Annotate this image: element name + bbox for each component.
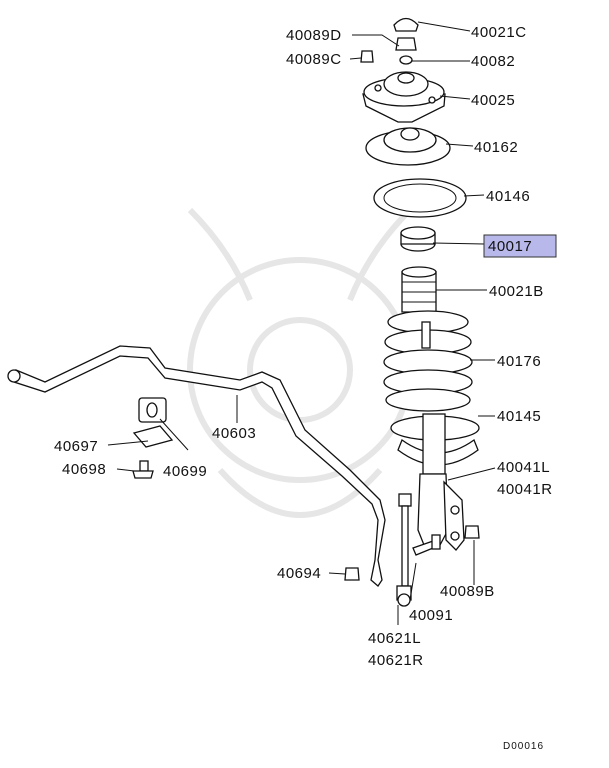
leader-lines xyxy=(107,21,496,625)
dust-cap xyxy=(393,17,419,32)
label-40176[interactable]: 40176 xyxy=(497,353,541,370)
label-40021C[interactable]: 40021C xyxy=(471,24,527,41)
watermark-emblem xyxy=(187,207,413,518)
label-40021B[interactable]: 40021B xyxy=(489,283,544,300)
flange-nut xyxy=(395,37,417,51)
part-labels: 40089D 40021C 40089C 40082 40025 40162 4… xyxy=(54,24,553,752)
label-40694[interactable]: 40694 xyxy=(277,565,321,582)
label-40089B[interactable]: 40089B xyxy=(440,583,495,600)
label-40603[interactable]: 40603 xyxy=(212,425,256,442)
flange-bolt xyxy=(412,534,441,556)
spring-upper-seat xyxy=(365,127,451,166)
highlight-box xyxy=(483,234,557,258)
stabilizer-bushing xyxy=(138,397,167,423)
bushing-bracket xyxy=(132,425,174,448)
dust-cover xyxy=(401,266,437,313)
label-40145[interactable]: 40145 xyxy=(497,408,541,425)
label-40162[interactable]: 40162 xyxy=(474,139,518,156)
label-40091[interactable]: 40091 xyxy=(409,607,453,624)
coil-spring xyxy=(383,310,473,412)
label-40089C[interactable]: 40089C xyxy=(286,51,342,68)
washer xyxy=(399,55,413,65)
strut-mount-insulator xyxy=(362,71,446,123)
label-40041L[interactable]: 40041L xyxy=(497,459,550,476)
stabilizer-bar xyxy=(7,345,386,587)
label-40699[interactable]: 40699 xyxy=(163,463,207,480)
label-40025[interactable]: 40025 xyxy=(471,92,515,109)
label-40017[interactable]: 40017 xyxy=(488,238,532,255)
label-40082[interactable]: 40082 xyxy=(471,53,515,70)
label-40089D[interactable]: 40089D xyxy=(286,27,342,44)
bump-stopper xyxy=(400,226,436,252)
self-locking-nut xyxy=(360,50,374,63)
label-40146[interactable]: 40146 xyxy=(486,188,530,205)
label-40697[interactable]: 40697 xyxy=(54,438,98,455)
label-40698[interactable]: 40698 xyxy=(62,461,106,478)
strut-assembly xyxy=(390,413,480,551)
strut-nut xyxy=(464,525,480,539)
stabilizer-link xyxy=(396,493,412,607)
label-40041R[interactable]: 40041R xyxy=(497,481,553,498)
label-40621L[interactable]: 40621L xyxy=(368,630,421,647)
bracket-bolt xyxy=(132,460,154,479)
spring-pad xyxy=(373,178,467,218)
label-40621R[interactable]: 40621R xyxy=(368,652,424,669)
drawing-code: D00016 xyxy=(503,741,544,752)
link-nut xyxy=(344,567,360,581)
